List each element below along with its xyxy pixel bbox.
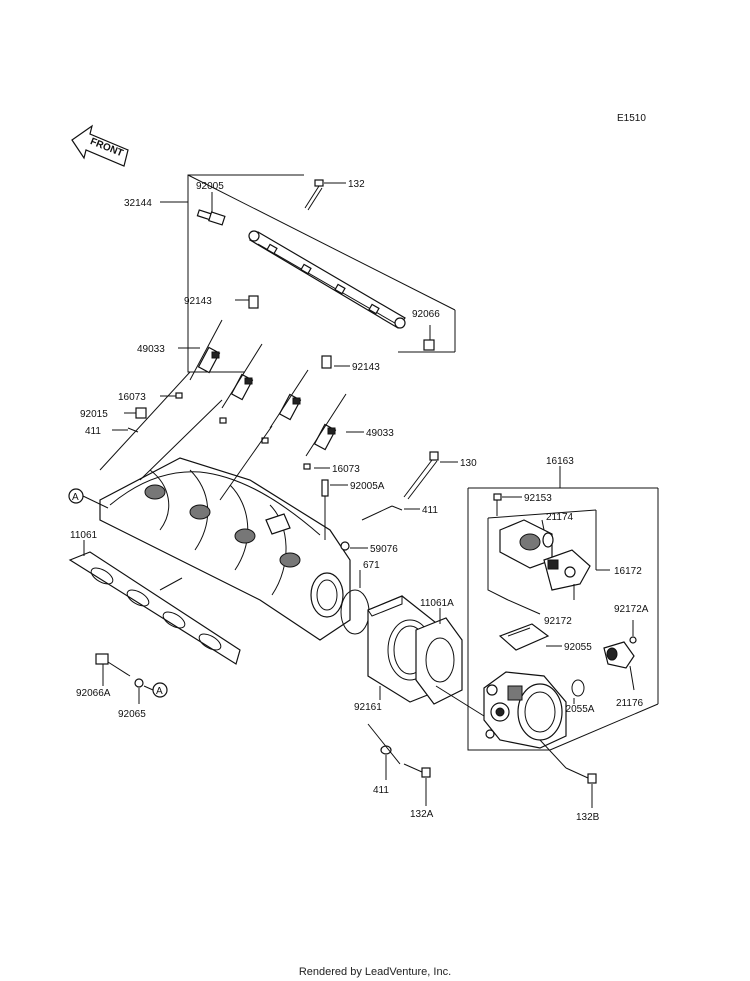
cap-92066 [423, 339, 435, 351]
isc-valve-bracket [487, 509, 610, 601]
injector-3 [269, 369, 309, 429]
svg-text:A: A [156, 686, 163, 697]
throttle-body [483, 671, 567, 749]
gasket-11061 [68, 551, 241, 665]
label-92143-b: 92143 [352, 362, 380, 373]
label-92143-a: 92143 [184, 296, 212, 307]
footer-credit: Rendered by LeadVenture, Inc. [299, 966, 451, 978]
bolt-132 [304, 179, 346, 211]
fitting-92005 [196, 192, 226, 226]
label-49033-b: 49033 [366, 428, 394, 439]
pin-59076 [340, 541, 350, 551]
label-411-a: 411 [85, 426, 101, 437]
label-92153: 92153 [524, 493, 552, 504]
label-59076: 59076 [370, 544, 398, 555]
injector-4 [305, 393, 347, 457]
label-92172A: 92172A [614, 604, 649, 615]
label-49033-a: 49033 [137, 344, 165, 355]
fuel-injectors [175, 319, 347, 470]
clip-411-a [127, 427, 139, 433]
label-21176: 21176 [616, 698, 644, 709]
washer-92065 [134, 678, 144, 688]
o-ring-92055A [571, 679, 585, 697]
label-16073-a: 16073 [118, 392, 146, 403]
label-16172: 16172 [614, 566, 642, 577]
label-92161: 92161 [354, 702, 382, 713]
label-92055A: 92055A [560, 704, 595, 715]
label-92066A: 92066A [76, 688, 111, 699]
label-92065: 92065 [118, 709, 146, 720]
injector-2 [221, 343, 263, 409]
gasket-11061A [415, 617, 463, 705]
intake-manifold [99, 457, 351, 641]
label-16163: 16163 [546, 456, 574, 467]
label-11061: 11061 [70, 530, 98, 541]
label-132B: 132B [576, 812, 600, 823]
housing-21174 [499, 519, 554, 569]
label-132: 132 [348, 179, 365, 190]
isc-valve [543, 549, 591, 591]
label-132A: 132A [410, 809, 434, 820]
label-411-b: 411 [422, 505, 438, 516]
label-16073-b: 16073 [332, 464, 360, 475]
screw-92153 [493, 493, 502, 501]
screw-92172A [629, 636, 637, 644]
label-21174: 21174 [546, 512, 574, 523]
bolt-130 [403, 451, 458, 500]
tps-sensor-21176 [603, 641, 635, 669]
clip-411-b [391, 505, 403, 511]
label-671: 671 [363, 560, 380, 571]
bolt-132B [565, 767, 597, 784]
svg-text:A: A [72, 492, 79, 503]
diagram-code: E1510 [617, 113, 646, 124]
throttle-assembly-bracket [467, 466, 659, 751]
bolt-92015 [135, 407, 147, 419]
label-92005: 92005 [196, 181, 224, 192]
bolt-92066A [95, 653, 109, 665]
label-92015: 92015 [80, 409, 108, 420]
gasket-92055 [498, 623, 550, 651]
label-92172: 92172 [544, 616, 572, 627]
fuel-rail [248, 230, 406, 329]
label-11061A: 11061A [420, 598, 454, 609]
label-92066: 92066 [412, 309, 440, 320]
fuel-rail-bracket [160, 174, 456, 373]
pin-92005A [321, 479, 329, 497]
label-92055: 92055 [564, 642, 592, 653]
label-32144: 32144 [124, 198, 152, 209]
label-92005A: 92005A [350, 481, 385, 492]
label-130: 130 [460, 458, 477, 469]
injector-1 [189, 319, 223, 381]
o-ring-92143 [248, 295, 259, 309]
label-411-c: 411 [373, 785, 389, 796]
front-arrow-icon: FRONT [71, 124, 129, 167]
bolt-132A [403, 763, 431, 778]
